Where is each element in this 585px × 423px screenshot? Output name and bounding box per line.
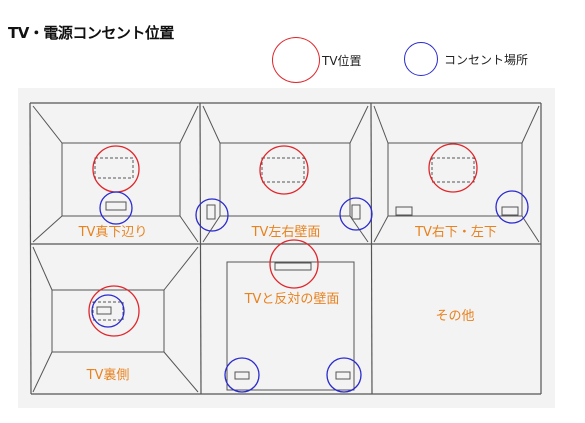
legend-item-tv: TV位置 xyxy=(272,37,362,83)
outlet-marker xyxy=(339,197,373,231)
outlet-marker xyxy=(495,190,529,224)
outlet-sketch xyxy=(96,306,112,315)
room-cell-1 xyxy=(32,105,199,243)
tv-sketch xyxy=(431,157,475,183)
room-cell-5 xyxy=(226,261,355,391)
legend-label-tv: TV位置 xyxy=(322,53,362,68)
legend-item-outlet: コンセント場所 xyxy=(404,42,528,76)
outlet-sketch xyxy=(105,201,127,211)
cell-label-tv-below: TV真下辺り xyxy=(78,225,148,240)
cell-label-tv-sides: TV左右壁面 xyxy=(251,225,321,240)
paper-background xyxy=(18,88,555,408)
tv-position-marker xyxy=(269,239,319,289)
page-title: TV・電源コンセント位置 xyxy=(8,24,174,42)
outlet-sketch xyxy=(395,206,413,216)
tv-position-marker xyxy=(259,145,309,195)
cell-label-tv-lower-corners: TV右下・左下 xyxy=(414,225,497,240)
tv-sketch xyxy=(261,157,305,183)
tv-sketch xyxy=(94,157,134,179)
legend-label-outlet: コンセント場所 xyxy=(444,52,529,67)
tv-sketch xyxy=(274,262,312,271)
room-cell-3 xyxy=(373,105,540,243)
red-circle-icon xyxy=(272,37,320,83)
outlet-sketch xyxy=(351,204,361,220)
blue-circle-icon xyxy=(404,42,438,76)
cell-label-opposite-wall: TVと反対の壁面 xyxy=(244,292,340,307)
tv-sketch xyxy=(92,301,124,321)
grid-frame xyxy=(29,102,542,395)
outlet-marker xyxy=(224,357,260,393)
outlet-sketch xyxy=(234,371,250,380)
room-cell-4 xyxy=(32,246,199,393)
cell-label-other: その他 xyxy=(435,309,474,324)
outlet-marker xyxy=(91,294,125,328)
outlet-sketch xyxy=(335,371,351,380)
tv-position-marker xyxy=(428,143,478,193)
room-cell-2 xyxy=(202,105,369,243)
outlet-sketch xyxy=(501,206,519,216)
outlet-marker xyxy=(99,191,133,225)
cell-label-behind-tv: TV裏側 xyxy=(86,368,130,383)
outlet-sketch xyxy=(206,204,216,220)
tv-position-marker xyxy=(88,285,140,337)
outlet-marker xyxy=(326,357,362,393)
outlet-marker xyxy=(195,198,229,232)
